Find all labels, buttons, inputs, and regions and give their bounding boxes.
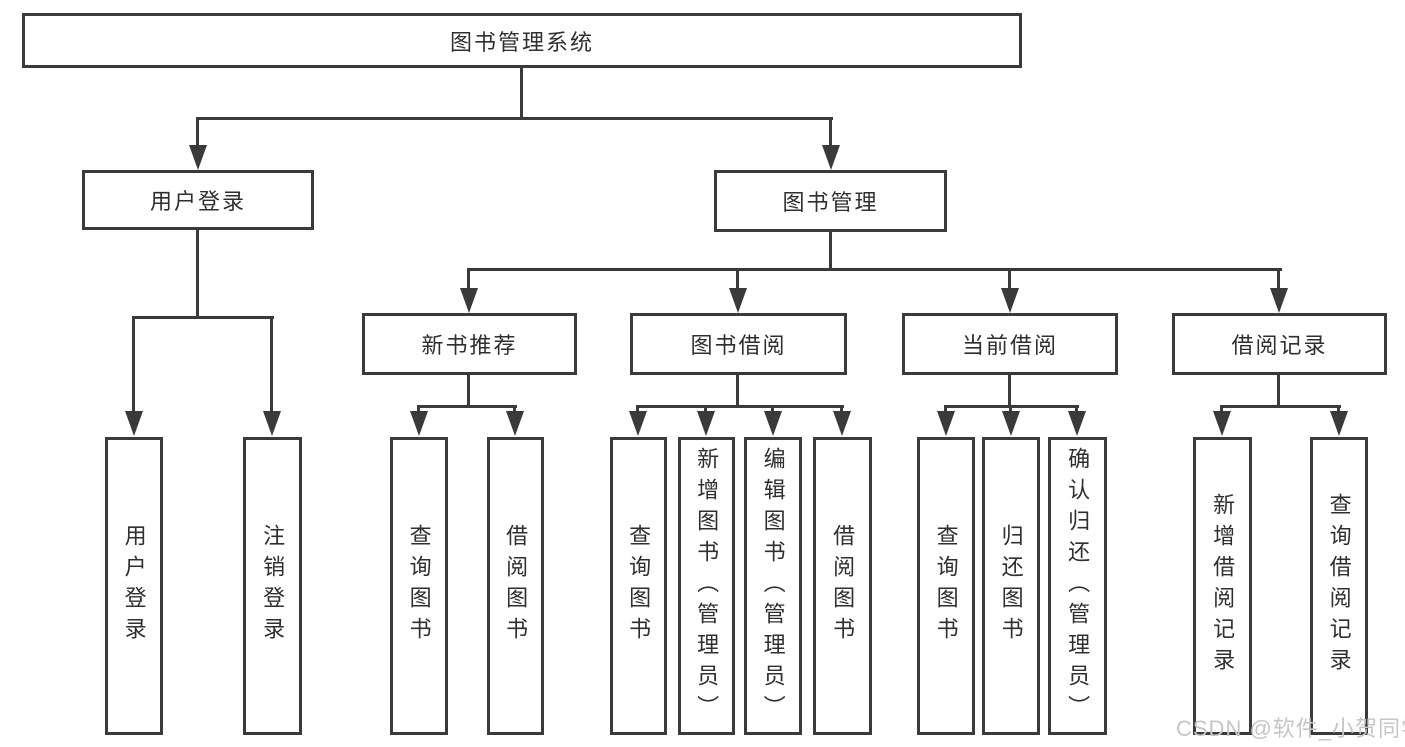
arrowhead-to-logout-leaf xyxy=(263,411,281,436)
edge-book-management-trunk xyxy=(829,232,832,271)
leaf-user-login: 用户登录 xyxy=(105,437,163,735)
edge-root-trunk xyxy=(520,68,523,118)
node-user-login-label: 用户登录 xyxy=(149,189,246,214)
edge-current-borrow-trunk xyxy=(1008,375,1011,408)
arrowhead-to-cb-confirm xyxy=(1068,411,1086,436)
node-user-login: 用户登录 xyxy=(82,170,314,230)
leaf-cb-query-books: 查询图书 xyxy=(917,437,975,735)
leaf-nb-borrow-books: 借阅图书 xyxy=(487,437,544,735)
edge-drop-cb-confirm xyxy=(1075,405,1078,414)
arrowhead-to-bb-edit xyxy=(764,411,782,436)
edge-drop-bb-borrow xyxy=(840,405,843,414)
leaf-cb-query-books-label: 查询图书 xyxy=(933,524,959,648)
arrowhead-to-new-book xyxy=(460,288,478,313)
edge-root-drop-user-login xyxy=(196,117,199,147)
leaf-nb-borrow-books-label: 借阅图书 xyxy=(503,524,529,648)
arrowhead-to-nb-borrow xyxy=(506,411,524,436)
leaf-cb-return-books-label: 归还图书 xyxy=(998,524,1024,648)
leaf-bb-edit-books-admin: 编辑图书（管理员） xyxy=(744,437,802,735)
leaf-cb-confirm-return-admin: 确认归还（管理员） xyxy=(1048,437,1107,735)
arrowhead-to-borrow-records xyxy=(1270,288,1288,313)
edge-book-borrow-trunk xyxy=(736,375,739,408)
arrowhead-to-cb-return xyxy=(1002,411,1020,436)
edge-book-management-rail xyxy=(467,268,1282,271)
edge-drop-nb-query xyxy=(417,405,420,414)
edge-book-borrow-rail xyxy=(636,405,844,408)
edge-drop-br-add xyxy=(1220,405,1223,414)
leaf-br-add-record: 新增借阅记录 xyxy=(1193,437,1252,735)
edge-drop-bb-add xyxy=(704,405,707,414)
arrowhead-to-login-leaf xyxy=(125,411,143,436)
leaf-nb-query-books-label: 查询图书 xyxy=(406,524,432,648)
edge-user-login-trunk xyxy=(196,230,199,319)
edge-drop-book-borrow xyxy=(736,268,739,291)
leaf-cb-confirm-return-admin-label: 确认归还（管理员） xyxy=(1065,446,1091,726)
arrowhead-to-book-borrow xyxy=(729,288,747,313)
leaf-cb-return-books: 归还图书 xyxy=(982,437,1040,735)
edge-drop-bb-edit xyxy=(771,405,774,414)
arrowhead-to-bb-query xyxy=(629,411,647,436)
edge-drop-logout-leaf xyxy=(270,316,273,412)
arrowhead-to-user-login xyxy=(189,145,207,170)
edge-drop-borrow-records xyxy=(1277,268,1280,291)
edge-user-login-rail xyxy=(132,316,274,319)
edge-borrow-records-trunk xyxy=(1277,375,1280,408)
edge-drop-bb-query xyxy=(636,405,639,414)
leaf-bb-borrow-books: 借阅图书 xyxy=(813,437,872,735)
arrowhead-to-bb-borrow xyxy=(833,411,851,436)
node-book-management: 图书管理 xyxy=(714,170,947,232)
edge-drop-br-query xyxy=(1337,405,1340,414)
node-book-management-label: 图书管理 xyxy=(782,190,879,215)
edge-drop-login-leaf xyxy=(132,316,135,412)
leaf-br-query-record: 查询借阅记录 xyxy=(1310,437,1368,735)
node-borrow-records-label: 借阅记录 xyxy=(1231,333,1328,358)
leaf-nb-query-books: 查询图书 xyxy=(390,437,448,735)
leaf-bb-query-books: 查询图书 xyxy=(610,437,667,735)
arrowhead-to-current-borrow xyxy=(1001,288,1019,313)
node-new-book-recommend-label: 新书推荐 xyxy=(421,333,518,358)
arrowhead-to-nb-query xyxy=(410,411,428,436)
leaf-logout: 注销登录 xyxy=(243,437,302,735)
leaf-logout-label: 注销登录 xyxy=(260,524,286,648)
node-book-borrow-label: 图书借阅 xyxy=(690,333,787,358)
edge-root-rail xyxy=(196,117,833,120)
edge-drop-new-book xyxy=(467,268,470,291)
leaf-bb-add-books-admin-label: 新增图书（管理员） xyxy=(694,446,720,726)
leaf-bb-add-books-admin: 新增图书（管理员） xyxy=(678,437,735,735)
leaf-user-login-label: 用户登录 xyxy=(121,524,147,648)
node-root: 图书管理系统 xyxy=(22,13,1022,68)
leaf-br-add-record-label: 新增借阅记录 xyxy=(1210,493,1236,679)
edge-drop-cb-return xyxy=(1009,405,1012,414)
arrowhead-to-br-add xyxy=(1213,411,1231,436)
arrowhead-to-br-query xyxy=(1330,411,1348,436)
edge-new-book-trunk xyxy=(467,375,470,408)
leaf-bb-borrow-books-label: 借阅图书 xyxy=(830,524,856,648)
edge-drop-current-borrow xyxy=(1008,268,1011,291)
node-borrow-records: 借阅记录 xyxy=(1172,313,1387,375)
arrowhead-to-cb-query xyxy=(937,411,955,436)
edge-borrow-records-rail xyxy=(1220,405,1341,408)
edge-new-book-rail xyxy=(417,405,517,408)
leaf-br-query-record-label: 查询借阅记录 xyxy=(1326,493,1352,679)
node-current-borrow: 当前借阅 xyxy=(902,313,1118,375)
edge-drop-nb-borrow xyxy=(513,405,516,414)
edge-drop-cb-query xyxy=(944,405,947,414)
arrowhead-to-bb-add xyxy=(697,411,715,436)
node-current-borrow-label: 当前借阅 xyxy=(961,333,1058,358)
node-root-label: 图书管理系统 xyxy=(449,29,594,55)
leaf-bb-edit-books-admin-label: 编辑图书（管理员） xyxy=(760,446,786,726)
leaf-bb-query-books-label: 查询图书 xyxy=(626,524,652,648)
arrowhead-to-book-management xyxy=(822,145,840,170)
edge-root-drop-book-management xyxy=(829,117,832,147)
node-new-book-recommend: 新书推荐 xyxy=(362,313,577,375)
node-book-borrow: 图书借阅 xyxy=(630,313,847,375)
watermark: CSDN @软件_小贺同学 xyxy=(1176,716,1405,741)
